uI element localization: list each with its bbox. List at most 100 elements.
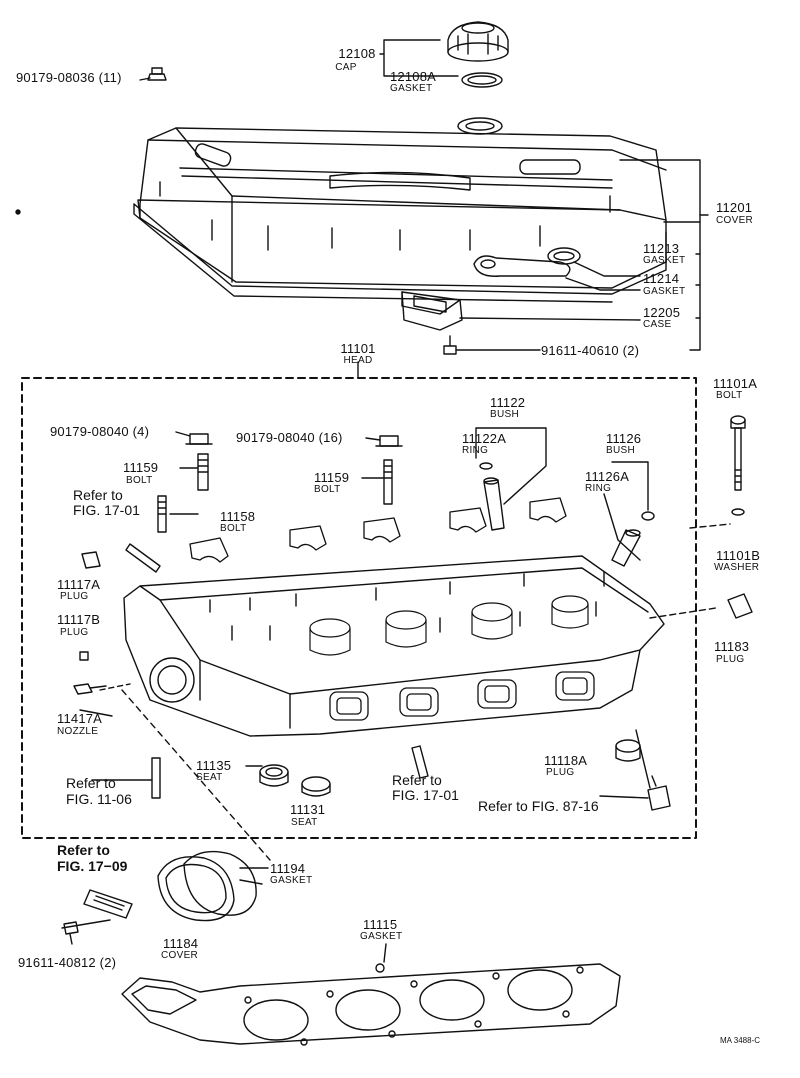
bush-11122-part-number: 11122 bbox=[490, 395, 526, 410]
breather-case-icon bbox=[401, 291, 463, 331]
bolt-11158-part-number: 11158 bbox=[220, 509, 256, 524]
hex-bolt-icon-2 bbox=[63, 921, 79, 945]
plug-11117a-part-name: PLUG bbox=[60, 591, 89, 602]
flange-nut-icon bbox=[147, 67, 167, 81]
flange-nut-icon-2 bbox=[185, 433, 213, 445]
bearing-cap-icon bbox=[189, 497, 567, 563]
cap-gasket-part-name: GASKET bbox=[390, 83, 433, 94]
refer-fig-17-01b-line1[interactable]: Refer to bbox=[392, 772, 442, 788]
cylinder-head-cover-icon bbox=[133, 117, 667, 303]
cap-gasket-icon bbox=[461, 72, 503, 88]
bolt-91611-40610: 91611-40610 (2) bbox=[541, 343, 640, 358]
dowel-pin-icon bbox=[151, 757, 161, 799]
nut-top-part-number: 90179-08036 (11) bbox=[16, 70, 122, 85]
ring-11122a-part-name: RING bbox=[462, 445, 489, 456]
plug-icon-4 bbox=[615, 739, 641, 762]
washer-part-name: WASHER bbox=[714, 562, 760, 573]
refer-fig-11-06-line1[interactable]: Refer to bbox=[66, 775, 116, 791]
o-ring-icon bbox=[479, 462, 493, 470]
bolt-11159b-part-name: BOLT bbox=[314, 484, 341, 495]
refer-fig-17-01b-line2[interactable]: FIG. 17-01 bbox=[392, 787, 459, 803]
valve-seat-icon bbox=[259, 764, 289, 787]
ring-11126a-part-name: RING bbox=[585, 483, 612, 494]
seat-11131-part-number: 11131 bbox=[290, 802, 326, 817]
nozzle-icon bbox=[73, 683, 107, 695]
bolt-91611-40812: 91611-40812 (2) bbox=[18, 955, 117, 970]
cap-part-number: 12108 bbox=[338, 46, 376, 61]
nozzle-part-name: NOZZLE bbox=[57, 726, 99, 737]
bolt-11159-part-number: 11159 bbox=[123, 460, 159, 475]
head-gasket-icon bbox=[121, 963, 621, 1046]
plug-icon bbox=[81, 551, 101, 569]
gasket-11194-part-number: 11194 bbox=[270, 861, 306, 876]
gasket-11213-part-number: 11213 bbox=[643, 241, 680, 256]
stud-icon bbox=[411, 745, 429, 779]
ring-11126a-part-number: 11126A bbox=[585, 469, 630, 484]
plug-11117a-part-number: 11117A bbox=[57, 577, 101, 592]
plug-11117b-part-name: PLUG bbox=[60, 627, 89, 638]
plug-11118a-part-number: 11118A bbox=[544, 753, 588, 768]
nozzle-part-number: 11417A bbox=[57, 711, 103, 726]
drawing-code: MA 3488-C bbox=[720, 1036, 761, 1045]
cylinder-head-icon bbox=[123, 555, 665, 737]
flange-nut-icon-3 bbox=[375, 435, 403, 447]
plug-11183-part-name: PLUG bbox=[716, 654, 745, 665]
refer-fig-17-09-line2[interactable]: FIG. 17−09 bbox=[57, 858, 128, 874]
bush-11126-part-number: 11126 bbox=[606, 431, 642, 446]
refer-fig-17-01-line2[interactable]: FIG. 17-01 bbox=[73, 502, 140, 518]
cover-part-number: 11201 bbox=[716, 200, 753, 215]
bush-icon-2 bbox=[611, 529, 641, 567]
refer-fig-17-01-line1[interactable]: Refer to bbox=[73, 487, 123, 503]
refer-fig-11-06-line2[interactable]: FIG. 11-06 bbox=[66, 791, 132, 807]
oil-filler-cap-icon bbox=[447, 21, 509, 62]
plug-11118a-part-name: PLUG bbox=[546, 767, 575, 778]
bush-11122-part-name: BUSH bbox=[490, 409, 519, 420]
head-assembly-boundary bbox=[21, 377, 697, 839]
cover-gasket-icon bbox=[183, 850, 257, 916]
bolt-11101a-part-name: BOLT bbox=[716, 390, 743, 401]
refer-fig-87-16[interactable]: Refer to FIG. 87-16 bbox=[478, 798, 599, 814]
plug-icon-3 bbox=[727, 593, 753, 619]
gasket-11213-part-name: GASKET bbox=[643, 255, 686, 266]
stud-bolt-icon bbox=[197, 453, 209, 491]
water-fitting-icon bbox=[647, 775, 671, 811]
label-plate-icon bbox=[83, 889, 133, 919]
gasket-11214-part-name: GASKET bbox=[643, 286, 686, 297]
head-part-name: HEAD bbox=[343, 355, 373, 366]
case-part-number: 12205 bbox=[643, 305, 681, 320]
plug-11183-part-number: 11183 bbox=[714, 639, 750, 654]
bolt-11159b-part-number: 11159 bbox=[314, 470, 350, 485]
plug-11117b-part-number: 11117B bbox=[57, 612, 101, 627]
bolt-11158-part-name: BOLT bbox=[220, 523, 247, 534]
stud-bolt-icon-4 bbox=[125, 543, 161, 573]
seat-11131-part-name: SEAT bbox=[291, 817, 318, 828]
stud-bolt-icon-3 bbox=[157, 495, 167, 533]
nut-16-part-number: 90179-08040 (16) bbox=[236, 430, 343, 445]
seat-11135-part-name: SEAT bbox=[196, 772, 223, 783]
washer-icon bbox=[731, 508, 745, 516]
cover-part-name: COVER bbox=[716, 215, 754, 226]
seal-washer-gasket-icon bbox=[473, 255, 571, 277]
gasket-11214-part-number: 11214 bbox=[643, 271, 680, 286]
o-ring-icon-2 bbox=[641, 511, 655, 521]
cover-11184-part-number: 11184 bbox=[163, 936, 199, 951]
refer-fig-17-09-line1[interactable]: Refer to bbox=[57, 842, 110, 858]
bolt-11159-part-name: BOLT bbox=[126, 475, 153, 486]
bolt-11101a-part-number: 11101A bbox=[713, 376, 758, 391]
bush-icon bbox=[483, 477, 505, 531]
plug-icon-2 bbox=[79, 651, 89, 661]
hex-bolt-icon bbox=[443, 335, 457, 355]
washer-part-number: 11101B bbox=[716, 548, 761, 563]
head-bolt-icon bbox=[730, 415, 746, 491]
head-part-number: 11101 bbox=[340, 341, 376, 356]
rear-cover-icon bbox=[157, 856, 235, 922]
valve-seat-icon-2 bbox=[301, 776, 331, 797]
ring-11122a-part-number: 11122A bbox=[462, 431, 507, 446]
cap-gasket-part-number: 12108A bbox=[390, 69, 437, 84]
gasket-11115-part-name: GASKET bbox=[360, 931, 403, 942]
stud-bolt-icon-2 bbox=[383, 459, 393, 505]
spark-plug-tube-gasket-icon bbox=[547, 247, 581, 265]
cover-11184-part-name: COVER bbox=[161, 950, 199, 961]
case-part-name: CASE bbox=[643, 319, 672, 330]
